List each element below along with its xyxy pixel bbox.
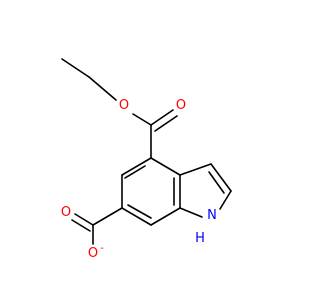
indole-nitrogen-label: N bbox=[207, 208, 217, 223]
bond-ring-c6-c7 bbox=[121, 207, 152, 226]
bond-pyrrole-n-c7a bbox=[179, 207, 203, 218]
bond-methylene-ester-oxygen bbox=[88, 76, 117, 101]
bond-ester-carbonyl-double-b bbox=[154, 115, 178, 132]
bond-pyrrole-c3a-c3 bbox=[179, 163, 212, 176]
bond-ester-carbonyl-double-a bbox=[150, 109, 174, 126]
bond-carboxylate-double-b bbox=[71, 219, 91, 232]
molecule-canvas: O O O O - N H bbox=[60, 58, 232, 261]
bond-methyl-methylene bbox=[61, 58, 90, 78]
bond-ester-oxygen-carbonyl bbox=[132, 113, 152, 126]
ester-ether-oxygen-label: O bbox=[119, 98, 129, 113]
bond-ring-c4-c5 bbox=[121, 157, 152, 176]
carboxylate-oxygen-label: O bbox=[88, 246, 98, 261]
bond-pyrrole-c2-n bbox=[219, 190, 232, 210]
molecule-structure: O O O O - N H bbox=[61, 58, 232, 261]
bond-carboxylate-double-a bbox=[74, 213, 94, 226]
carboxylate-charge-label: - bbox=[100, 243, 104, 254]
ester-carbonyl-oxygen-label: O bbox=[176, 98, 186, 113]
bond-ring-c6-c7-inner bbox=[127, 204, 152, 219]
bond-pyrrole-c3-c2 bbox=[210, 163, 232, 192]
indole-nh-hydrogen-label: H bbox=[195, 231, 205, 246]
bond-ring-c3a-c4 bbox=[150, 157, 181, 176]
bond-pyrrole-c3-c2-inner bbox=[208, 171, 225, 194]
bond-ring-c4-c5-inner bbox=[124, 165, 146, 179]
bond-ring-c7-c7a bbox=[150, 207, 181, 226]
carboxylate-carbonyl-oxygen-label: O bbox=[61, 205, 71, 220]
bond-ring-carboxylate-carbon bbox=[92, 207, 123, 226]
